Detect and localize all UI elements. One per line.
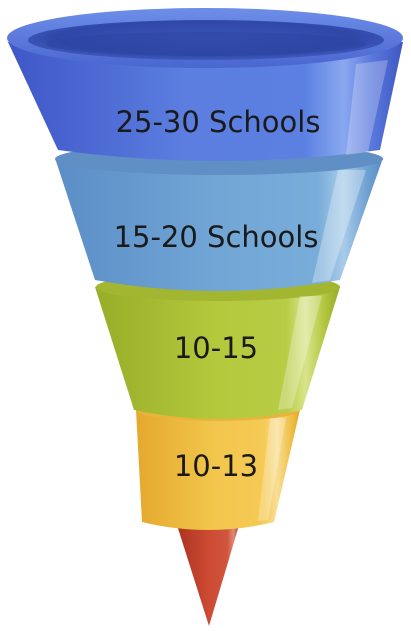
funnel-stage-5 [176, 517, 240, 626]
funnel-stage-3-label: 10-15 [174, 331, 258, 365]
funnel-stage-1-body [8, 42, 403, 161]
funnel-stage-5-body [176, 522, 240, 626]
funnel-stage-3: 10-15 [95, 273, 340, 419]
funnel-stage-2-body [55, 158, 383, 291]
funnel-stage-2: 15-20 Schools [55, 143, 383, 291]
funnel-stage-2-label: 15-20 Schools [114, 220, 319, 254]
funnel-stage-1: 25-30 Schools [7, 8, 403, 161]
funnel-stage-4-label: 10-13 [174, 449, 258, 483]
funnel-stage-3-body [95, 287, 340, 419]
funnel-stage-1-label: 25-30 Schools [116, 105, 321, 139]
funnel-stage-4-body [136, 410, 300, 530]
